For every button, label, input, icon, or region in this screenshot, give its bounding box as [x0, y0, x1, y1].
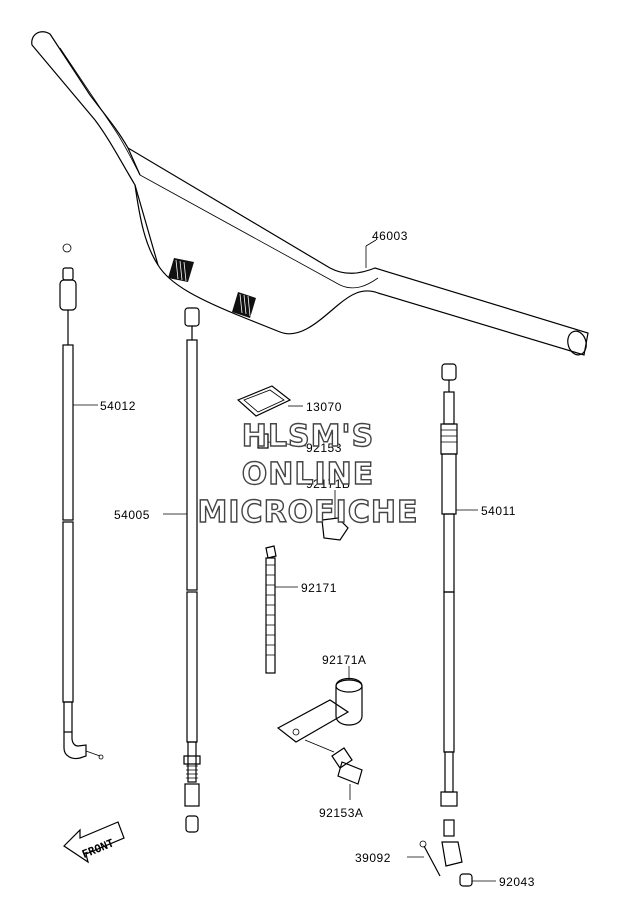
label-39092: 39092	[355, 851, 391, 865]
bracket-92171A	[276, 666, 363, 743]
watermark: HLSM'S ONLINE MICROFICHE	[197, 418, 419, 530]
knurl-right	[232, 292, 256, 318]
label-54011: 54011	[481, 504, 516, 518]
label-13070: 13070	[306, 400, 342, 414]
cable-54005	[163, 307, 201, 833]
strap-92171	[265, 545, 298, 674]
label-54005: 54005	[114, 508, 150, 522]
watermark-line2: ONLINE	[242, 457, 375, 492]
cable-54011	[440, 363, 478, 867]
bolt-92153A	[304, 739, 363, 800]
label-92171: 92171	[301, 581, 337, 595]
pin-92043	[459, 873, 496, 887]
clip-92171B	[321, 490, 349, 541]
front-arrow: FRONT	[63, 821, 125, 864]
label-92153: 92153	[306, 441, 342, 455]
watermark-line3: MICROFICHE	[198, 495, 419, 530]
handlebar	[31, 31, 589, 356]
label-92153A: 92153A	[319, 806, 363, 820]
label-92171A: 92171A	[322, 653, 366, 667]
knurl-left	[168, 258, 194, 282]
clamp-13070	[236, 385, 303, 417]
pin-39092	[407, 840, 441, 877]
label-46003: 46003	[372, 229, 408, 243]
front-label: FRONT	[80, 836, 116, 861]
label-54012: 54012	[100, 399, 136, 413]
label-92043: 92043	[499, 875, 535, 889]
bolt-92153	[257, 433, 307, 449]
cable-54012	[59, 243, 104, 760]
label-92171B: 92171B	[306, 477, 350, 491]
watermark-line1: HLSM'S	[242, 419, 374, 454]
